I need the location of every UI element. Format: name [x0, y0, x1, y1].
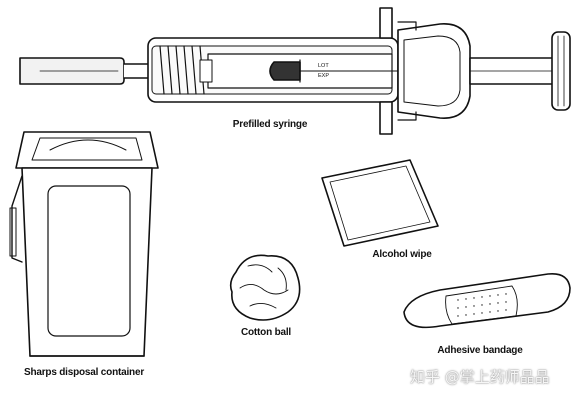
alcohol-wipe: [321, 159, 439, 247]
spring-coil: [159, 45, 205, 95]
bandage-pad-dots: [457, 293, 507, 317]
sharps-window: [47, 185, 131, 337]
sharps-container: [9, 131, 159, 357]
label-cotton-ball: Cotton ball: [240, 327, 292, 338]
sharps-body: [21, 167, 153, 357]
label-prefilled-syringe: Prefilled syringe: [232, 119, 308, 130]
prefilled-syringe: [19, 7, 571, 135]
stopper: [269, 61, 301, 81]
label-sharps-container: Sharps disposal container: [23, 367, 145, 378]
adhesive-bandage: [403, 272, 571, 329]
syringe-exp-text: EXP: [318, 73, 329, 79]
watermark: 知乎 @掌上药师晶晶: [410, 368, 550, 386]
sharps-lid: [15, 131, 159, 169]
finger-flange: [379, 7, 393, 39]
cotton-ball: [229, 254, 301, 321]
plunger-head: [551, 31, 571, 111]
label-adhesive-bandage: Adhesive bandage: [437, 345, 523, 356]
syringe-lot-text: LOT: [318, 63, 329, 69]
label-alcohol-wipe: Alcohol wipe: [372, 249, 432, 260]
